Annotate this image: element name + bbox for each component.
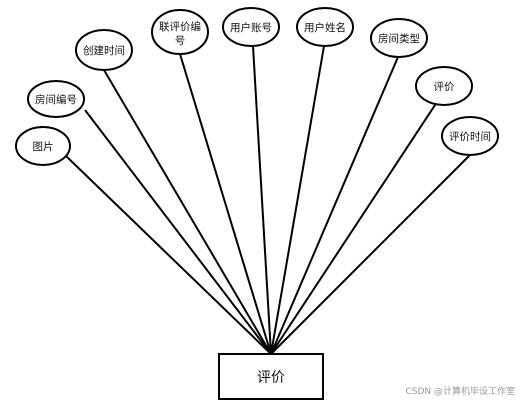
attribute-ellipse xyxy=(370,18,428,58)
attribute-label: 评价时间 xyxy=(449,130,491,143)
attribute-label: 用户账号 xyxy=(230,21,272,34)
connector-fangjianleixing xyxy=(270,56,399,355)
watermark: CSDN @计算机毕设工作室 xyxy=(405,387,515,397)
attribute-lianpingjiabianhao: 联评价编号 xyxy=(151,9,209,55)
attribute-chuangjianshijian: 创建时间 xyxy=(75,29,133,71)
attribute-label: 用户姓名 xyxy=(304,21,346,34)
entity-rect xyxy=(218,353,324,400)
attribute-yonghuxingming: 用户姓名 xyxy=(296,7,354,47)
connector-pingjiashijian xyxy=(270,154,471,355)
entity-label: 评价 xyxy=(257,370,285,386)
connector-yonghuxingming xyxy=(270,45,325,355)
connector-pingjia xyxy=(270,101,438,355)
attribute-label: 房间类型 xyxy=(378,32,420,45)
attribute-ellipse xyxy=(15,126,71,166)
attribute-ellipse xyxy=(151,9,209,55)
attribute-ellipse xyxy=(27,80,85,118)
connector-chuangjianshijian xyxy=(103,69,272,355)
connector-lines xyxy=(65,45,471,355)
connector-tupian xyxy=(65,155,272,355)
attribute-yonghuzhanghao: 用户账号 xyxy=(222,7,280,47)
attribute-label: 评价 xyxy=(434,81,455,93)
connector-yonghuzhanghao xyxy=(252,45,272,355)
attribute-pingjia: 评价 xyxy=(415,66,473,106)
attribute-label: 创建时间 xyxy=(83,44,125,57)
entity-box: 评价 xyxy=(218,353,324,400)
attribute-ellipse xyxy=(296,7,354,47)
attribute-ellipse xyxy=(415,66,473,106)
attribute-ellipse xyxy=(222,7,280,47)
attribute-ellipse xyxy=(441,116,499,156)
connector-fangjianbianhao xyxy=(84,109,272,355)
attribute-label: 联评价编号 xyxy=(159,20,201,47)
attribute-label: 图片 xyxy=(33,140,54,153)
attribute-fangjianleixing: 房间类型 xyxy=(370,18,428,58)
attribute-label: 房间编号 xyxy=(35,93,77,106)
attribute-pingjiashijian: 评价时间 xyxy=(441,116,499,156)
attribute-fangjianbianhao: 房间编号 xyxy=(27,80,85,118)
connector-lianpingjiabianhao xyxy=(179,53,272,355)
attribute-ellipse xyxy=(75,29,133,71)
attribute-tupian: 图片 xyxy=(15,126,71,166)
